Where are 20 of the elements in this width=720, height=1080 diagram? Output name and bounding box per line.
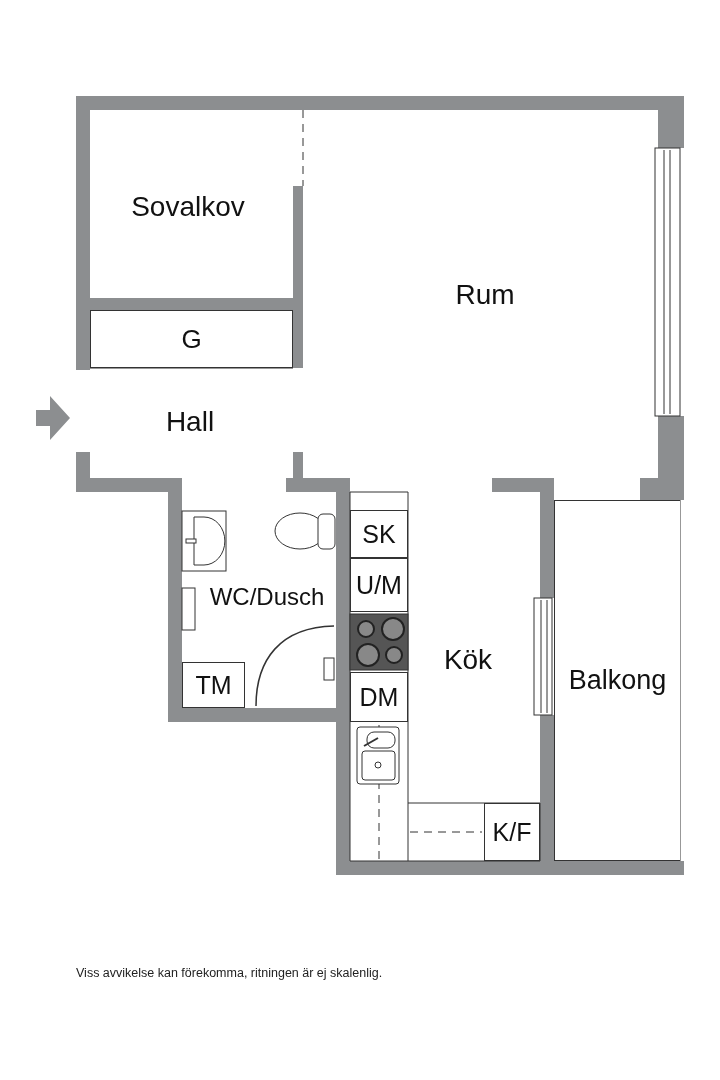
room-label: WC/Dusch [209,583,325,611]
appliance-box [484,803,540,861]
appliance-box [350,558,408,612]
appliance-box [350,672,408,722]
room-label: Kök [443,644,493,676]
room-label: DM [359,682,399,712]
disclaimer-note: Viss avvikelse kan förekomma, ritningen är ej skalenlig. [76,966,383,980]
appliance-box [350,510,408,558]
room-label: Sovalkov [131,191,245,223]
room-label: G [181,323,202,355]
room-label: U/M [356,570,402,600]
closet-box [90,310,293,368]
appliance-box [182,662,245,708]
room-label: Balkong [568,665,667,696]
room-label: TM [195,670,232,700]
room-label: Rum [455,279,515,311]
room-label: Hall [165,406,215,438]
room-label: SK [362,519,396,549]
balcony-area [554,500,680,861]
room-label: K/F [492,817,532,847]
